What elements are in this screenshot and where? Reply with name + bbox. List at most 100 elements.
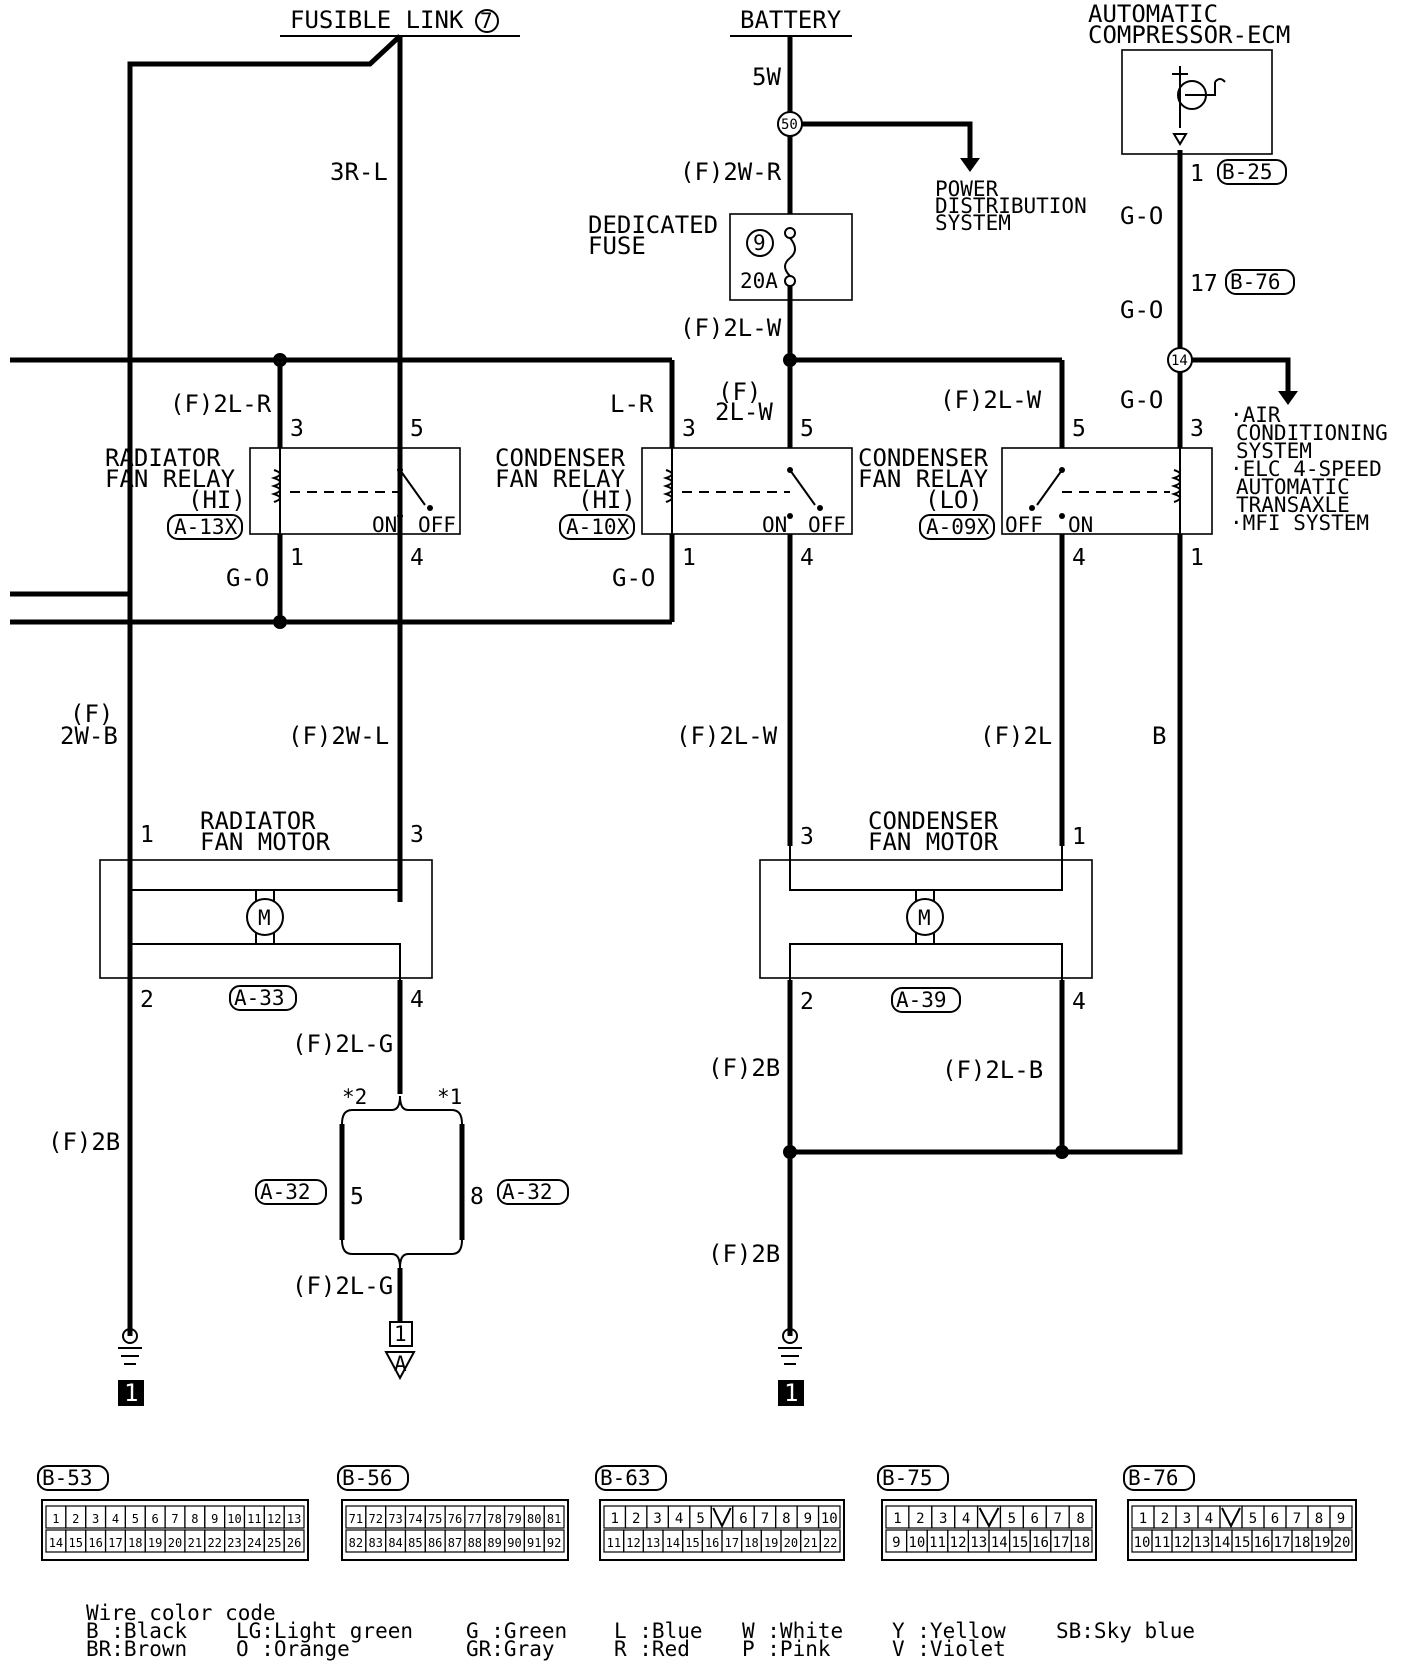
connector-pin: 92 xyxy=(547,1536,561,1550)
legend-entry: LG:Light green xyxy=(236,1619,413,1643)
svg-text:OFF: OFF xyxy=(418,513,456,537)
connector-pin: 3 xyxy=(939,1511,947,1527)
condenser-fan-relay-hi: ON OFF CONDENSER FAN RELAY (HI) A-10X xyxy=(495,444,853,540)
svg-text:2L-W: 2L-W xyxy=(715,398,773,426)
legend-entry: SB:Sky blue xyxy=(1056,1619,1195,1643)
connector-b25: B-25 xyxy=(1222,160,1273,184)
connector-pin: 7 xyxy=(1293,1511,1301,1527)
radiator-fan-relay-hi: ON OFF RADIATOR FAN RELAY (HI) A-13X xyxy=(105,444,461,540)
connector-a32-left: A-32 xyxy=(260,1180,311,1204)
connector-pin: 17 xyxy=(725,1536,739,1550)
legend-entry: GR:Gray xyxy=(466,1637,555,1661)
svg-text:G-O: G-O xyxy=(1120,296,1163,324)
svg-text:L-R: L-R xyxy=(610,390,654,418)
svg-text:CONDENSER: CONDENSER xyxy=(868,807,999,835)
connector-pin: 5 xyxy=(696,1511,704,1527)
connector-pin: 18 xyxy=(744,1536,758,1550)
connector-pin: 2 xyxy=(632,1511,640,1527)
connector-pin: 1 xyxy=(893,1511,901,1527)
svg-text:*1: *1 xyxy=(437,1085,462,1109)
svg-text:1: 1 xyxy=(140,822,154,848)
motor-icon: M xyxy=(918,906,931,930)
power-distribution-label: POWER DISTRIBUTION SYSTEM xyxy=(935,177,1087,235)
connector-pin: 84 xyxy=(388,1536,402,1550)
connector-pin: 14 xyxy=(49,1536,63,1550)
connector-pin: 77 xyxy=(468,1512,482,1526)
connector-pin: 1 xyxy=(52,1512,59,1526)
transistor-icon xyxy=(1172,66,1226,146)
svg-text:2: 2 xyxy=(800,989,814,1015)
svg-text:AUTOMATIC: AUTOMATIC xyxy=(1236,475,1350,499)
connector-pin: 20 xyxy=(168,1536,182,1550)
svg-text:RADIATOR: RADIATOR xyxy=(200,807,316,835)
connector-pin: 7 xyxy=(1053,1511,1061,1527)
svg-text:OFF: OFF xyxy=(1005,513,1043,537)
connector-view-label: B-75 xyxy=(882,1466,933,1490)
connector-pin: 18 xyxy=(128,1536,142,1550)
arrow-icon xyxy=(1278,391,1298,405)
svg-text:4: 4 xyxy=(1072,545,1086,571)
svg-text:14: 14 xyxy=(1171,353,1188,369)
coil-icon xyxy=(662,469,673,503)
svg-text:CONDITIONING: CONDITIONING xyxy=(1236,421,1388,445)
connector-view-label: B-63 xyxy=(600,1466,651,1490)
connector-pin: 2 xyxy=(72,1512,79,1526)
svg-text:(F)2L-W: (F)2L-W xyxy=(940,386,1042,414)
connector-pin: 4 xyxy=(962,1511,970,1527)
connector-pin: 17 xyxy=(108,1536,122,1550)
svg-text:OFF: OFF xyxy=(808,513,846,537)
connector-pin: 16 xyxy=(1254,1535,1271,1551)
svg-text:9: 9 xyxy=(753,231,766,255)
connector-pin: 2 xyxy=(916,1511,924,1527)
ecm-label-line2: COMPRESSOR-ECM xyxy=(1088,21,1290,49)
connector-pin: 20 xyxy=(1334,1535,1351,1551)
connector-pin: 75 xyxy=(428,1512,442,1526)
ecm-label-line1: AUTOMATIC xyxy=(1088,0,1218,28)
connector-pin: 19 xyxy=(148,1536,162,1550)
connector-pin: 6 xyxy=(739,1511,747,1527)
svg-text:FAN MOTOR: FAN MOTOR xyxy=(868,828,999,856)
connector-pin: 11 xyxy=(1154,1535,1171,1551)
legend-entry: BR:Brown xyxy=(86,1637,187,1661)
connector-pin: 22 xyxy=(823,1536,837,1550)
connector-pin: 78 xyxy=(487,1512,501,1526)
svg-text:4: 4 xyxy=(1072,989,1086,1015)
connector-pin: 21 xyxy=(803,1536,817,1550)
connector-pin: 11 xyxy=(929,1535,946,1551)
svg-text:(LO): (LO) xyxy=(925,486,983,514)
svg-text:POWER: POWER xyxy=(935,177,999,201)
motor-icon: M xyxy=(258,906,271,930)
connector-pin: 4 xyxy=(675,1511,683,1527)
connector-pin: 79 xyxy=(507,1512,521,1526)
connector-pin: 11 xyxy=(607,1536,621,1550)
svg-text:·ELC 4-SPEED: ·ELC 4-SPEED xyxy=(1230,457,1382,481)
svg-text:·AIR: ·AIR xyxy=(1230,403,1281,427)
connector-pin: 12 xyxy=(1174,1535,1191,1551)
connector-pin: 6 xyxy=(152,1512,159,1526)
svg-text:1: 1 xyxy=(394,1322,407,1346)
connector-pin: 15 xyxy=(1011,1535,1028,1551)
connector-pin: 7 xyxy=(171,1512,178,1526)
svg-text:1: 1 xyxy=(1072,824,1086,850)
keyway-mark xyxy=(978,1507,1000,1529)
svg-text:(F)2W-L: (F)2W-L xyxy=(288,722,389,750)
connector-pin: 82 xyxy=(349,1536,363,1550)
svg-text:TRANSAXLE: TRANSAXLE xyxy=(1236,493,1350,517)
svg-text:G-O: G-O xyxy=(1120,386,1163,414)
connector-pin: 16 xyxy=(705,1536,719,1550)
svg-text:(F)2L-R: (F)2L-R xyxy=(170,390,272,418)
connector-b76: B-76 xyxy=(1230,270,1281,294)
svg-text:FAN MOTOR: FAN MOTOR xyxy=(200,828,331,856)
connector-pin: 1 xyxy=(611,1511,619,1527)
connector-pin: 19 xyxy=(1314,1535,1331,1551)
connector-pin: 15 xyxy=(1234,1535,1251,1551)
ground-tag-left: 1 xyxy=(124,1379,138,1407)
connector-pin: 12 xyxy=(626,1536,640,1550)
svg-text:1: 1 xyxy=(290,545,304,571)
svg-text:3: 3 xyxy=(410,822,424,848)
pin-numbers: 1 17 3 3 5 1 4 3 5 1 4 5 4 1 1 3 2 4 3 1… xyxy=(140,161,1218,1210)
legend-entry: R :Red xyxy=(614,1637,690,1661)
